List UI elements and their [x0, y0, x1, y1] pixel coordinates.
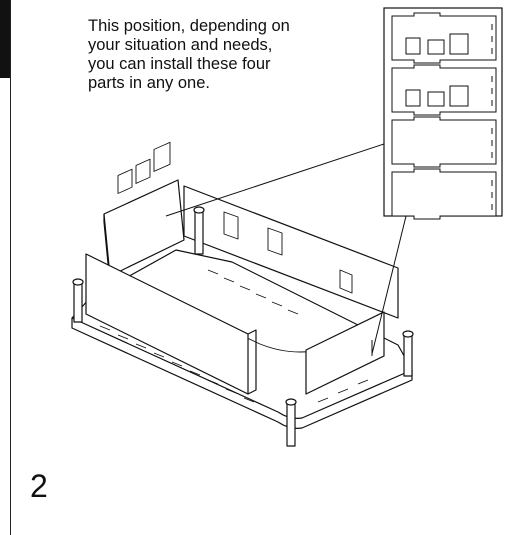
inset-panel-cutouts — [405, 85, 469, 107]
standoff-posts — [72, 206, 414, 447]
page-left-rule — [10, 0, 11, 535]
leader-lines — [165, 143, 409, 355]
base-slots — [99, 269, 369, 403]
instruction-line: parts in any one. — [88, 74, 210, 92]
inset-panel — [391, 12, 497, 64]
instruction-text: This position, depending on your situati… — [88, 17, 388, 93]
page-corner-marker — [0, 0, 10, 78]
parts-inset — [383, 7, 503, 220]
step-number: 2 — [30, 468, 48, 504]
panel-back-left — [103, 179, 185, 277]
panel-front-right — [305, 311, 385, 395]
inset-panel-cutouts — [405, 33, 469, 55]
instruction-line: your situation and needs, — [88, 36, 273, 54]
inset-panel — [391, 168, 497, 220]
instruction-line: you can install these four — [88, 55, 271, 73]
panel-cutouts — [117, 141, 171, 194]
instruction-line: This position, depending on — [88, 17, 290, 35]
panel-back-right — [183, 185, 399, 319]
inset-panel — [391, 64, 497, 116]
inset-panel — [391, 116, 497, 168]
